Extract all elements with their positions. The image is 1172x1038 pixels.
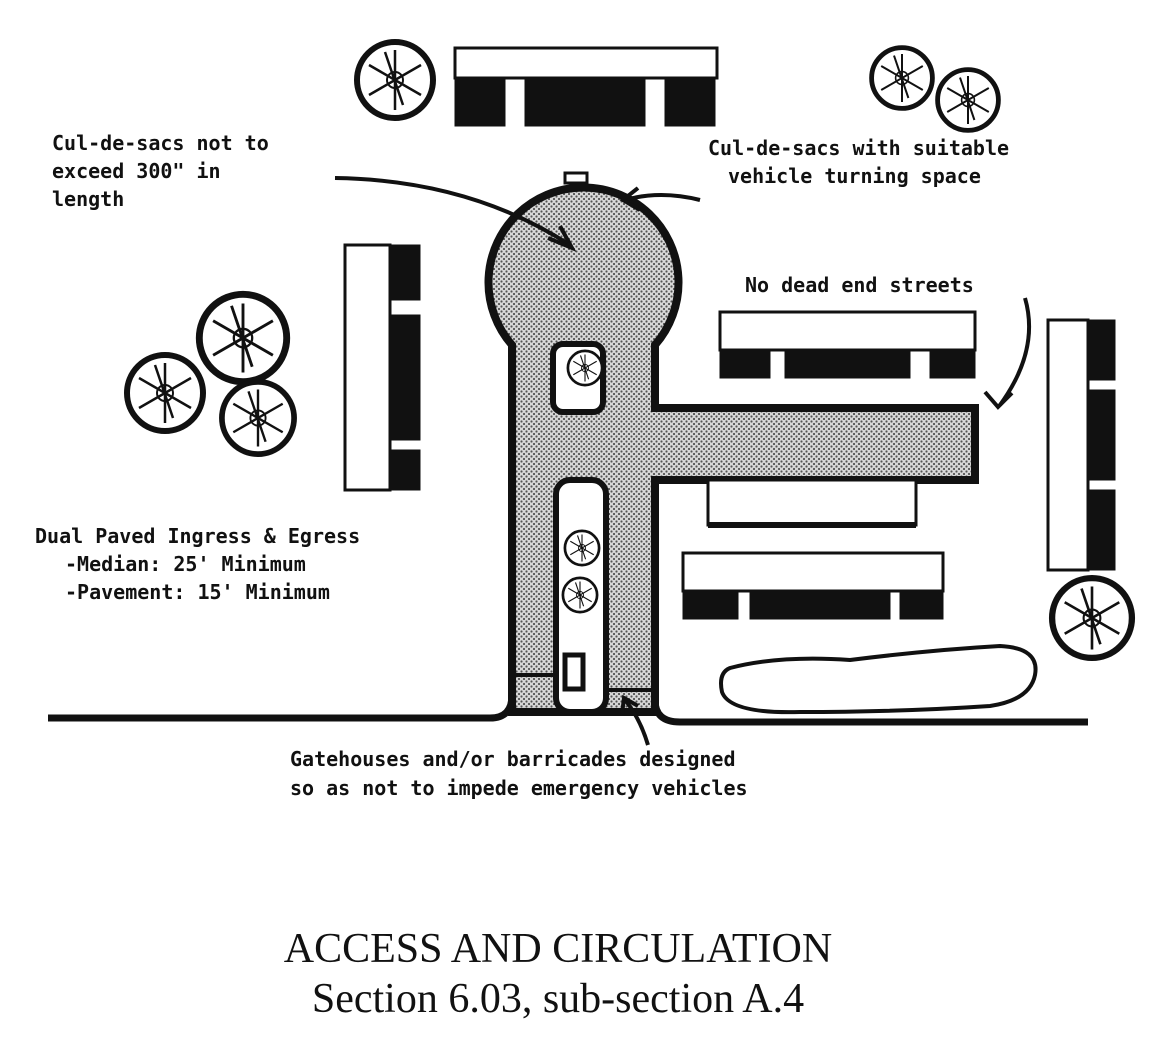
culdesac-turning-note: Cul-de-sacs with suitable vehicle turnin…	[708, 136, 1009, 188]
arrow-turning-space-head	[619, 186, 642, 212]
building-east-lower-b	[681, 551, 945, 620]
caption-title: ACCESS AND CIRCULATION	[284, 926, 832, 972]
tree-icon	[199, 294, 286, 381]
note-line: length	[52, 187, 124, 211]
main-street-right	[651, 699, 1088, 726]
tree-icon	[357, 42, 433, 118]
building-far-right	[1046, 318, 1116, 572]
culdesac-and-road	[484, 183, 979, 716]
note-line: Cul-de-sacs not to	[52, 131, 269, 155]
tree-icon	[1052, 578, 1132, 658]
building-east-lower-a	[706, 478, 918, 528]
note-line: -Median: 25' Minimum	[65, 552, 306, 576]
no-dead-end-note: No dead end streets	[745, 273, 974, 297]
tree-icon	[938, 70, 999, 131]
main-street-left	[48, 694, 516, 722]
note-line: Gatehouses and/or barricades designed	[290, 747, 736, 771]
building-east-upper	[718, 310, 977, 379]
tree-icon	[561, 576, 599, 614]
building-left	[343, 243, 421, 492]
buildings	[343, 46, 1116, 620]
note-line: Dual Paved Ingress & Egress	[35, 524, 360, 548]
building-top	[453, 46, 719, 127]
pond	[719, 643, 1038, 715]
note-line: Cul-de-sacs with suitable	[708, 136, 1009, 160]
arrow-gatehouse	[623, 698, 650, 746]
leader-arrows	[334, 176, 1032, 746]
tree-icon	[566, 349, 604, 387]
note-line: vehicle turning space	[728, 164, 981, 188]
road-network	[48, 171, 1088, 726]
dual-paved-note: Dual Paved Ingress & Egress -Median: 25'…	[35, 524, 360, 604]
culdesac-length-note: Cul-de-sacs not to exceed 300" in length	[52, 131, 269, 211]
tree-icon	[127, 355, 203, 431]
note-line: -Pavement: 15' Minimum	[65, 580, 330, 604]
caption-subtitle: Section 6.03, sub-section A.4	[312, 976, 804, 1022]
arrow-gatehouse-head	[620, 694, 639, 715]
note-line: so as not to impede emergency vehicles	[290, 776, 748, 800]
tree-icon	[563, 529, 601, 567]
tree-icon	[222, 382, 294, 454]
arrow-culdesac-length-head	[547, 225, 577, 253]
gatehouse-note: Gatehouses and/or barricades designed so…	[290, 747, 748, 800]
arrow-dead-end-head	[983, 390, 1014, 410]
arrow-dead-end	[998, 297, 1032, 407]
gatehouse	[562, 652, 586, 692]
arrow-culdesac-length	[334, 176, 572, 247]
tree-icon	[872, 48, 933, 109]
note-line: exceed 300" in	[52, 159, 221, 183]
arrow-turning-space	[624, 193, 701, 202]
turning-marker	[563, 171, 589, 185]
